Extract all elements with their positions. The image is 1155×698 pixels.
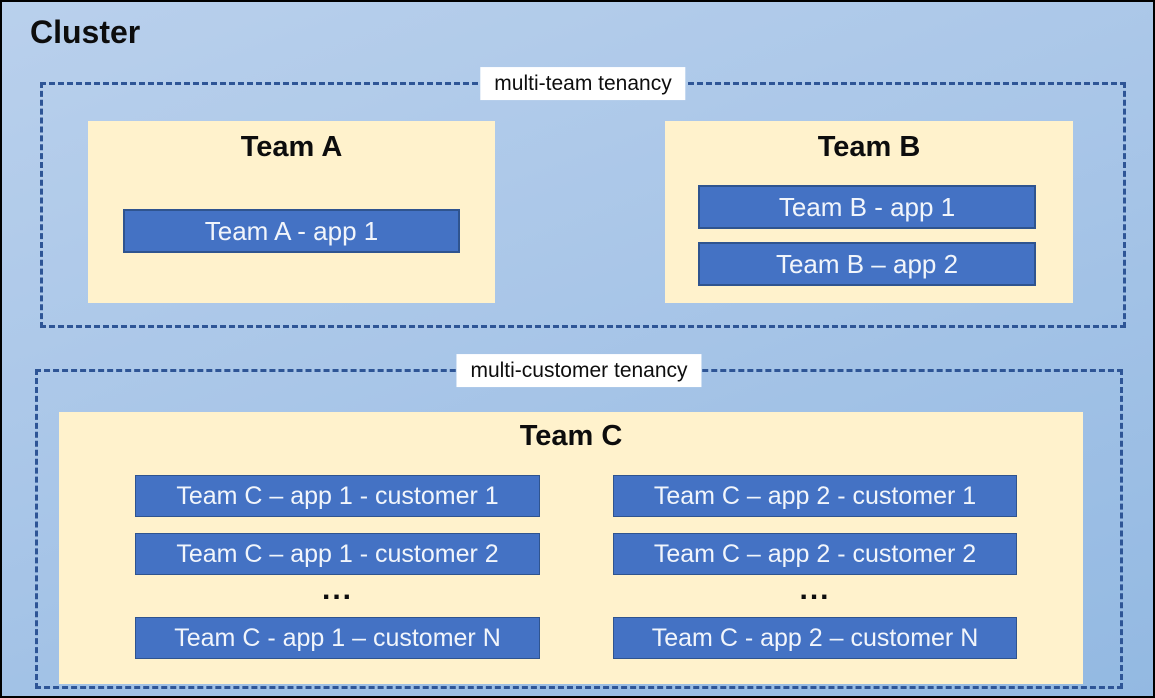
app-box-team-c-app2-customer-1: Team C – app 2 - customer 1 [613,475,1017,517]
team-c-app2-ellipsis: ... [799,573,831,606]
team-c-app1-column: Team C – app 1 - customer 1 Team C – app… [135,475,540,659]
team-a-title: Team A [240,131,343,163]
multi-team-tenancy-section: multi-team tenancy Team A Team A - app 1… [40,67,1126,328]
app-box-team-c-app2-customer-2: Team C – app 2 - customer 2 [613,533,1017,575]
app-box-team-a-app-1: Team A - app 1 [123,209,460,253]
app-box-team-c-app1-customer-2: Team C – app 1 - customer 2 [135,533,540,575]
app-box-team-b-app-1: Team B - app 1 [698,185,1036,229]
multi-customer-tenancy-label: multi-customer tenancy [456,354,702,388]
team-a-box: Team A Team A - app 1 [88,121,495,303]
team-b-box: Team B Team B - app 1 Team B – app 2 [665,121,1073,303]
team-c-box: Team C Team C – app 1 - customer 1 Team … [59,412,1083,684]
team-c-app2-column: Team C – app 2 - customer 1 Team C – app… [613,475,1017,659]
app-box-team-c-app2-customer-n: Team C - app 2 – customer N [613,617,1017,659]
team-c-app1-ellipsis: ... [321,573,353,606]
team-c-title: Team C [519,420,623,452]
app-box-team-b-app-2: Team B – app 2 [698,242,1036,286]
app-box-team-c-app1-customer-1: Team C – app 1 - customer 1 [135,475,540,517]
multi-customer-tenancy-section: multi-customer tenancy Team C Team C – a… [35,354,1123,689]
multi-team-tenancy-label: multi-team tenancy [480,67,686,101]
cluster-title: Cluster [30,14,141,50]
team-b-title: Team B [817,131,921,163]
app-box-team-c-app1-customer-n: Team C - app 1 – customer N [135,617,540,659]
